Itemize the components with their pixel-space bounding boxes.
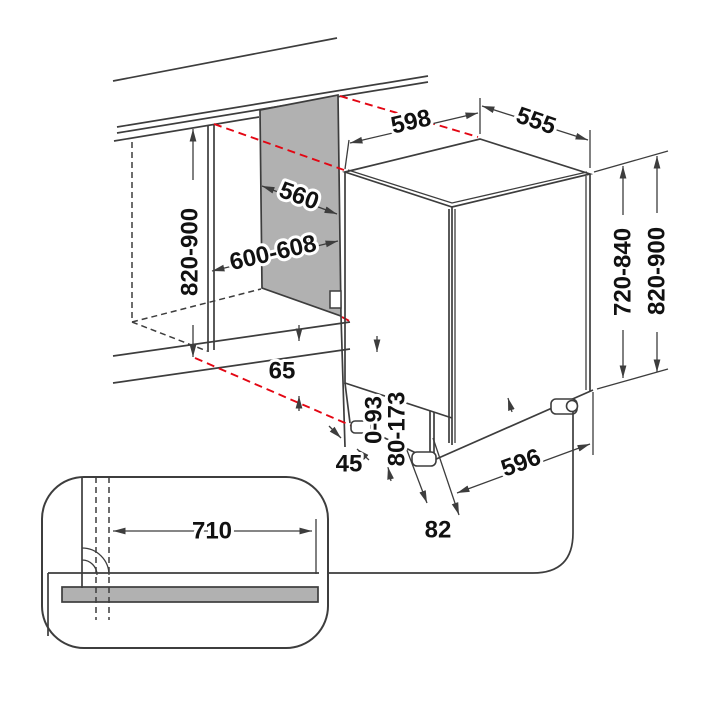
plinth-detail (47, 477, 319, 636)
niche-hidden-edges (131, 142, 262, 352)
dim-plinth-clearance: 65 (266, 325, 303, 411)
dim-label-base-depth: 596 (498, 443, 545, 482)
dim-foot-adjust: 0-93 80-173 (358, 336, 515, 482)
dim-plinth-cutout: 710 (113, 515, 317, 574)
dim-foot-setback: 82 (404, 437, 460, 547)
door-swing-arc-inner (81, 559, 98, 576)
front-foot (411, 451, 437, 467)
plinth-board (61, 586, 319, 603)
dim-label-front-foot-adjust: 0-93 (361, 396, 388, 444)
dim-label-appliance-overall-height: 820-900 (644, 227, 671, 315)
dim-label-appliance-depth: 555 (513, 102, 560, 141)
dim-label-front-gap: 45 (336, 451, 363, 478)
dim-niche-height: 820-900 (174, 129, 207, 357)
dim-label-niche-height: 820-900 (177, 208, 204, 296)
dishwasher-base (350, 389, 594, 467)
dim-label-foot-setback: 82 (425, 517, 452, 544)
dishwasher-top-face (341, 138, 594, 208)
dim-front-gap: 45 (328, 425, 370, 481)
dim-appliance-width: 598 (344, 98, 481, 170)
dishwasher-top-inner-edge (347, 169, 588, 204)
door-swing-arc-outer (81, 547, 110, 576)
dim-appliance-depth: 555 (481, 99, 591, 168)
dim-label-plinth-cutout: 710 (192, 518, 232, 545)
dim-appliance-heights: 720-840 820-900 (593, 150, 674, 390)
dim-label-appliance-width: 598 (388, 104, 433, 139)
niche-opening (131, 124, 346, 448)
left-foot (350, 420, 372, 434)
floor-lines (112, 321, 351, 384)
dishwasher (341, 138, 594, 467)
detail-callout: 710 (41, 412, 574, 649)
dim-label-plinth-clearance: 65 (269, 358, 296, 385)
dim-label-rear-foot-adjust: 80-173 (384, 392, 411, 467)
dim-label-appliance-height: 720-840 (610, 228, 637, 316)
hinge-notch (329, 290, 342, 309)
rear-wheel (565, 399, 579, 413)
leader-line (328, 412, 574, 574)
callout-bubble (41, 476, 329, 649)
